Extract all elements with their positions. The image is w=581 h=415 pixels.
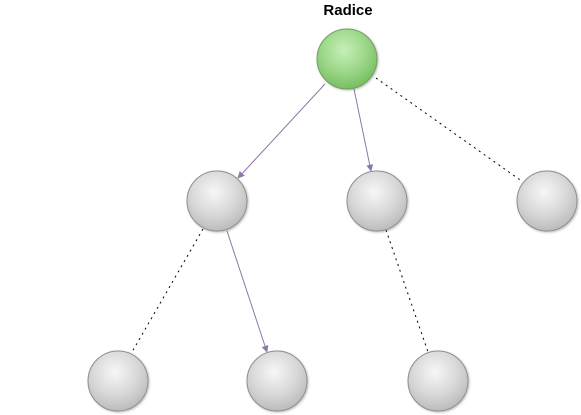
edge-level1-middle-to-level2-middle-a — [385, 229, 429, 353]
level1-middle-node — [346, 170, 408, 232]
level1-right-node — [516, 170, 578, 232]
root-node — [316, 28, 378, 90]
edge-level1-left-to-level2-left-b — [226, 230, 269, 353]
nodes-group — [87, 28, 578, 412]
root-label: Radice — [323, 2, 373, 19]
edge-level1-left-to-level2-left-a — [131, 228, 204, 353]
edge-root-to-level1-right — [375, 77, 524, 183]
edge-root-to-level1-left — [237, 83, 326, 179]
level2-left-b-node — [246, 350, 308, 412]
edge-root-to-level1-middle — [353, 88, 374, 172]
level2-middle-a-node — [407, 350, 469, 412]
edges-group — [131, 77, 524, 353]
level2-left-a-node — [87, 350, 149, 412]
level1-left-node — [186, 170, 248, 232]
